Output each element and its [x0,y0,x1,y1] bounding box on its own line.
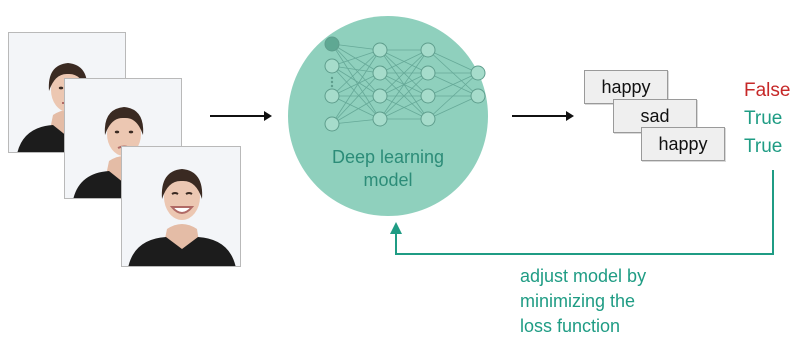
deep-learning-model-circle: Deep learning model [288,16,488,216]
input-arrow [210,111,272,121]
network-node [420,65,436,81]
network-edge [379,49,429,120]
model-label: Deep learning model [288,146,488,192]
network-edge [427,49,479,74]
network-edge [331,65,381,97]
network-ellipsis-dot [330,80,334,84]
model-label-line2: model [363,170,413,190]
network-node [324,58,340,74]
network-edge [331,65,381,120]
network-node [420,88,436,104]
network-edge [331,72,381,97]
network-ellipsis-dot [330,76,334,80]
feedback-line2: minimizing the [520,291,636,311]
network-edge [331,72,381,125]
model-label-line1: Deep learning [331,147,445,167]
network-edge [379,49,429,97]
network-node [324,116,340,132]
feedback-description: adjust model by minimizing the loss func… [520,264,740,339]
network-node [372,111,388,127]
network-edge [427,95,479,120]
network-edge [379,49,429,74]
network-edge [427,72,479,97]
network-edge [331,95,381,120]
network-edge [331,49,381,125]
network-node [470,65,486,81]
network-node [372,88,388,104]
network-edge [379,95,429,120]
network-node [470,88,486,104]
network-edge [331,43,381,51]
output-arrow [512,111,574,121]
feedback-line1: adjust model by [520,266,647,286]
network-edge [331,43,381,120]
network-edge [331,95,381,125]
network-edge [331,43,381,74]
network-edge [427,72,479,120]
network-node [372,42,388,58]
network-edge [331,49,381,67]
prediction-label-box: happy [584,70,668,104]
network-edge [331,65,381,74]
network-node [420,42,436,58]
network-ellipsis-dot [330,84,334,88]
network-edge [331,49,381,97]
prediction-label-box: happy [641,127,725,161]
network-edge [331,118,381,125]
network-edge [331,43,381,97]
result-true: True [744,136,783,157]
feedback-line3: loss function [520,316,621,336]
network-node [420,111,436,127]
network-edge [379,72,429,120]
result-true: True [744,108,783,129]
neural-network-icon [324,36,486,132]
result-false: False [744,80,791,101]
face-photo-happy [121,146,241,267]
network-node [372,65,388,81]
network-node [324,36,340,52]
network-node [324,88,340,104]
